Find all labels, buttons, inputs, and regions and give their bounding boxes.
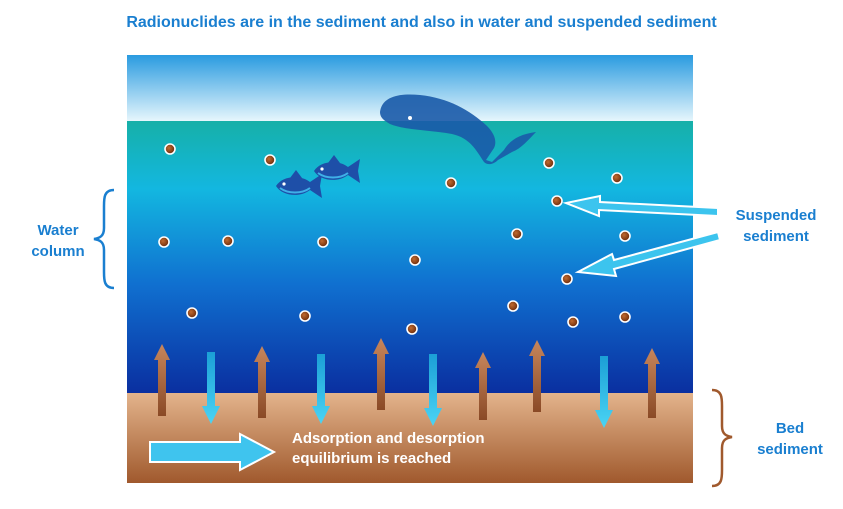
particle xyxy=(543,157,555,169)
particle xyxy=(299,310,311,322)
down-arrow-icon xyxy=(424,354,442,426)
diagram-title: Radionuclides are in the sediment and al… xyxy=(126,14,717,31)
up-arrow-icon xyxy=(644,348,660,418)
particle xyxy=(317,236,329,248)
particle xyxy=(567,316,579,328)
up-arrow-icon xyxy=(373,338,389,410)
suspended-pointer-arrows xyxy=(562,194,722,278)
equilibrium-arrow-icon xyxy=(149,432,277,472)
up-arrow-icon xyxy=(154,344,170,416)
pointer-arrow-icon xyxy=(562,194,719,218)
particle xyxy=(507,300,519,312)
particle xyxy=(511,228,523,240)
particle xyxy=(619,311,631,323)
whale-icon xyxy=(380,94,536,165)
particle xyxy=(561,273,573,285)
particle xyxy=(406,323,418,335)
particle xyxy=(222,235,234,247)
particle xyxy=(611,172,623,184)
water-column-label: Water column xyxy=(31,222,85,260)
suspended-sediment-label: Suspended sediment xyxy=(735,207,817,245)
water-column xyxy=(127,121,693,393)
down-arrow-icon xyxy=(595,356,613,428)
particle xyxy=(445,177,457,189)
bed-sediment-label: Bed sediment xyxy=(757,420,823,458)
particle xyxy=(186,307,198,319)
up-arrow-icon xyxy=(254,346,270,418)
suspended-particles xyxy=(158,143,631,335)
particle xyxy=(619,230,631,242)
up-arrow-icon xyxy=(529,340,545,412)
pointer-arrow-icon xyxy=(574,230,722,278)
particle xyxy=(551,195,563,207)
fish-icon xyxy=(314,155,360,183)
down-arrow-icon xyxy=(202,352,220,424)
bed-sediment-brace xyxy=(711,388,733,488)
particle xyxy=(264,154,276,166)
water-column-brace xyxy=(93,188,115,290)
particle xyxy=(158,236,170,248)
up-arrow-icon xyxy=(475,352,491,420)
bed-sediment xyxy=(127,393,693,483)
desorption-arrows xyxy=(154,338,660,420)
particle xyxy=(164,143,176,155)
equilibrium-label: Adsorption and desorption equilibrium is… xyxy=(292,430,485,467)
particle xyxy=(409,254,421,266)
down-arrow-icon xyxy=(312,354,330,424)
adsorption-arrows xyxy=(202,352,613,428)
fish-icon xyxy=(276,170,322,198)
